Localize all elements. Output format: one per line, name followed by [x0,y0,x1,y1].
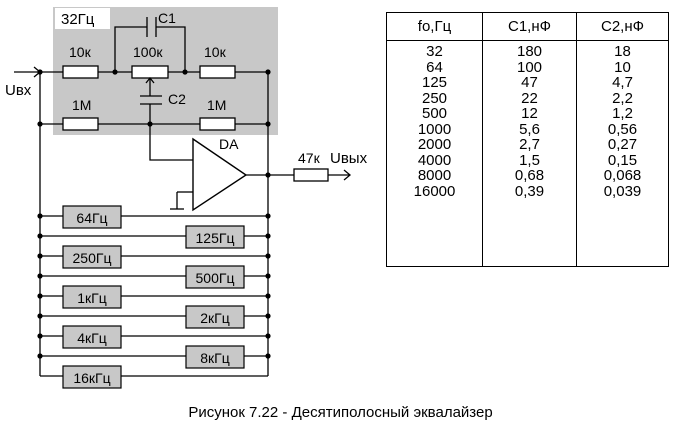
c1-column: 180 100 47 22 12 5,6 2,7 1,5 0,68 0,39 [482,40,577,267]
band-125hz [185,225,245,249]
table-cell: 32 [426,43,443,60]
table-cell: 2,2 [612,89,633,107]
table-cell: 0,068 [603,167,642,184]
table-cell: 4000 [417,151,452,169]
band-250hz-label: 250Гц [73,250,112,266]
table-cell: 500 [421,105,448,122]
resistor-1m-right [199,117,236,131]
band-64hz-label: 64Гц [76,210,107,226]
col-header-c1: C1,нФ [482,12,577,41]
input-arrow [14,66,42,78]
resistor-10k-left-label: 10к [69,44,92,60]
table-cell: 16000 [413,182,456,200]
band-2khz-label: 2кГц [200,310,230,326]
c2-column: 18 10 4,7 2,2 1,2 0,56 0,27 0,15 0,068 0… [576,40,669,267]
fo-column: 32 64 125 250 500 1000 2000 4000 8000 16… [387,41,483,267]
table-cell: 10 [614,58,631,76]
opamp-label: DA [219,136,239,152]
band-125hz-label: 125Гц [196,230,235,246]
band-16khz-label: 16кГц [73,370,110,386]
table-cell: 0,39 [514,182,545,200]
capacitor-c1-label: C1 [158,10,176,26]
opamp-input-wire [149,124,193,161]
resistor-47k [293,168,329,182]
filter-block-label: 32Гц [61,11,95,28]
resistor-1m-right-label: 1М [207,97,226,113]
output-arrow [343,169,352,181]
resistor-1m-left [62,117,99,131]
band-64hz [62,205,122,229]
potentiometer-100k-label: 100к [133,44,163,60]
resistor-47k-label: 47к [298,150,321,166]
table-cell: 22 [521,89,538,107]
band-1khz [62,285,122,309]
table-cell: 5,6 [519,120,540,138]
capacitor-values-table: fo,Гц C1,нФ C2,нФ 32 64 125 250 500 1000… [386,12,669,267]
band-4khz [62,325,122,349]
ground-icon [170,191,193,210]
table-cell: 0,15 [607,151,638,169]
table-body-row: 32 64 125 250 500 1000 2000 4000 8000 16… [387,40,669,267]
resistor-10k-right-label: 10к [204,44,227,60]
table-cell: 250 [421,89,448,107]
table-cell: 64 [426,58,443,76]
potentiometer-wiper [145,76,155,96]
band-500hz-label: 500Гц [196,270,235,286]
table-cell: 12 [521,105,538,122]
figure-caption: Рисунок 7.22 - Десятиполосный эквалайзер [188,404,493,421]
table-header-row: fo,Гц C1,нФ C2,нФ [386,12,669,41]
resistor-1m-left-label: 1М [72,97,91,113]
table-cell: 2000 [417,136,452,153]
table-cell: 8000 [417,167,452,184]
input-label: Uвх [5,82,32,99]
potentiometer-100k [131,65,169,79]
table-cell: 2,7 [519,136,540,153]
band-250hz [62,245,122,269]
capacitor-c2-label: C2 [168,91,186,107]
band-4khz-label: 4кГц [77,330,107,346]
capacitor-c2 [140,95,162,124]
junction-dots [37,69,271,359]
table-cell: 4,7 [612,74,633,91]
band-8khz-label: 8кГц [200,350,230,366]
table-cell: 1000 [417,120,452,138]
band-500hz [185,265,245,289]
table-cell: 125 [421,74,448,91]
col-header-c2: C2,нФ [576,12,669,41]
band-1khz-label: 1кГц [77,290,107,306]
resistor-10k-right [199,65,236,79]
band-2khz [185,305,245,329]
resistor-10k-left [62,65,99,79]
table-cell: 0,56 [607,120,638,138]
output-label: Uвых [330,150,368,167]
table-cell: 0,039 [603,182,642,200]
filter-block-label-box [55,8,110,29]
col-header-fo: fo,Гц [386,12,483,41]
band-16khz [62,365,122,389]
table-cell: 180 [516,43,543,60]
table-cell: 0,27 [607,136,638,153]
table-cell: 18 [614,43,631,60]
table-cell: 0,68 [514,167,545,184]
band-8khz [185,345,245,369]
table-cell: 100 [516,58,543,76]
opamp-da [192,137,248,212]
capacitor-c1 [114,17,186,72]
table-cell: 1,5 [519,151,540,169]
table-cell: 47 [521,74,538,91]
table-cell: 1,2 [612,105,633,122]
